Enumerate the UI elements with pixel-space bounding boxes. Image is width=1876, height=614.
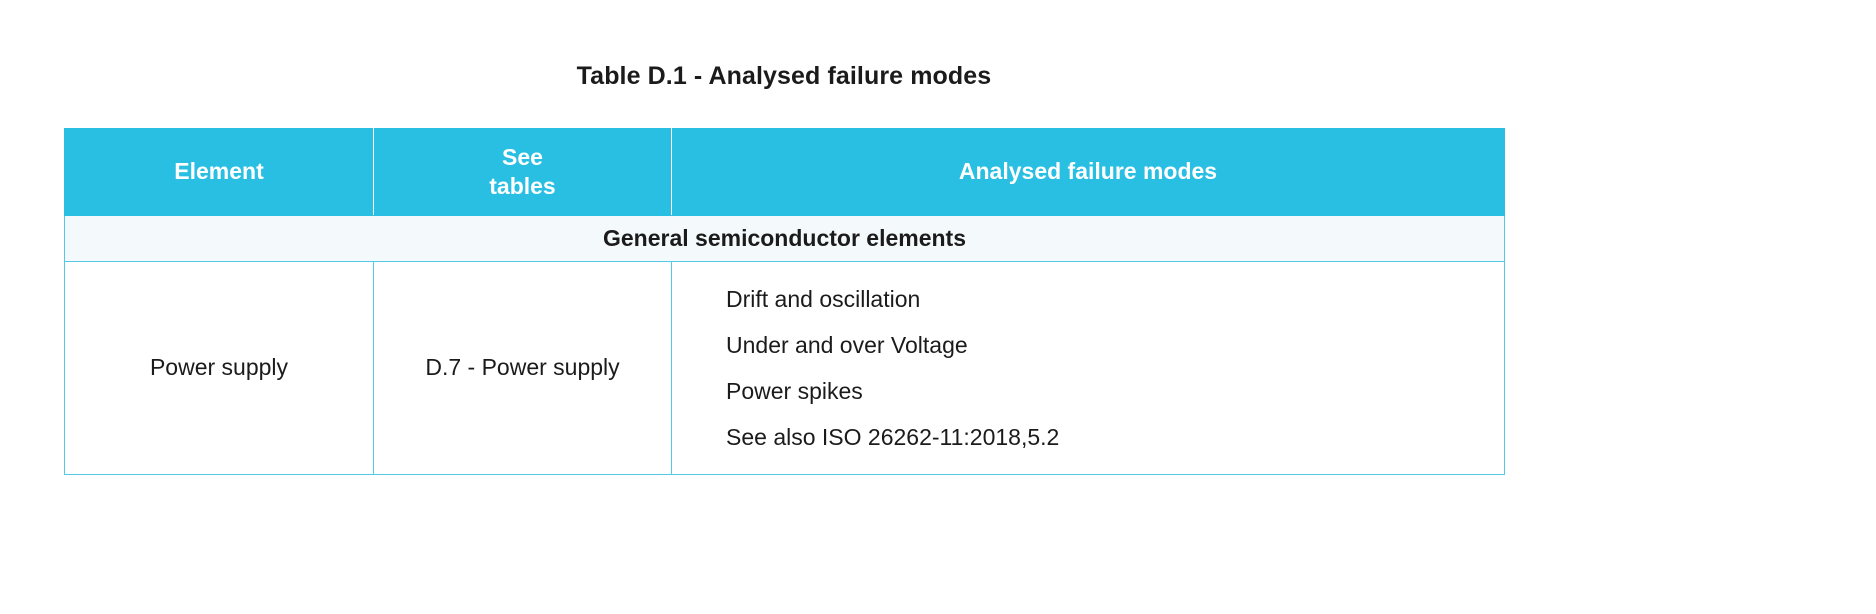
- cell-see-tables-power-supply: D.7 - Power supply: [373, 260, 672, 475]
- column-header-see-tables: See tables: [373, 128, 672, 216]
- cell-element-power-supply: Power supply: [64, 260, 374, 475]
- list-item: Drift and oscillation: [726, 285, 921, 312]
- table-row: Power supply D.7 - Power supply Drift an…: [64, 260, 1505, 475]
- column-header-see-tables-line-2: tables: [489, 172, 556, 199]
- list-item: Power spikes: [726, 377, 863, 404]
- table-body: General semiconductor elements Power sup…: [64, 214, 1505, 475]
- table-header: Element See tables Analysed failure mode…: [64, 128, 1505, 216]
- column-header-element-line-1: Element: [174, 158, 264, 185]
- cell-analysed-failure-modes: Drift and oscillation Under and over Vol…: [671, 260, 1505, 475]
- column-header-see-tables-line-1: See: [502, 144, 543, 170]
- list-item: See also ISO 26262-11:2018,5.2: [726, 423, 1060, 450]
- table-caption: Table D.1 - Analysed failure modes: [576, 62, 992, 90]
- section-row: General semiconductor elements: [64, 214, 1505, 262]
- section-title-general-semiconductor-elements: General semiconductor elements: [64, 214, 1505, 262]
- column-header-analysed-failure-modes: Analysed failure modes: [671, 128, 1505, 216]
- header-row: Element See tables Analysed failure mode…: [64, 128, 1505, 216]
- list-item: Under and over Voltage: [726, 331, 968, 358]
- failure-modes-table-container: Element See tables Analysed failure mode…: [64, 128, 1505, 475]
- failure-modes-table: Element See tables Analysed failure mode…: [64, 128, 1505, 475]
- column-header-analysed-failure-modes-line-1: Analysed failure modes: [958, 158, 1218, 185]
- failure-mode-list: Drift and oscillation Under and over Vol…: [726, 276, 1486, 460]
- column-header-element: Element: [64, 128, 374, 216]
